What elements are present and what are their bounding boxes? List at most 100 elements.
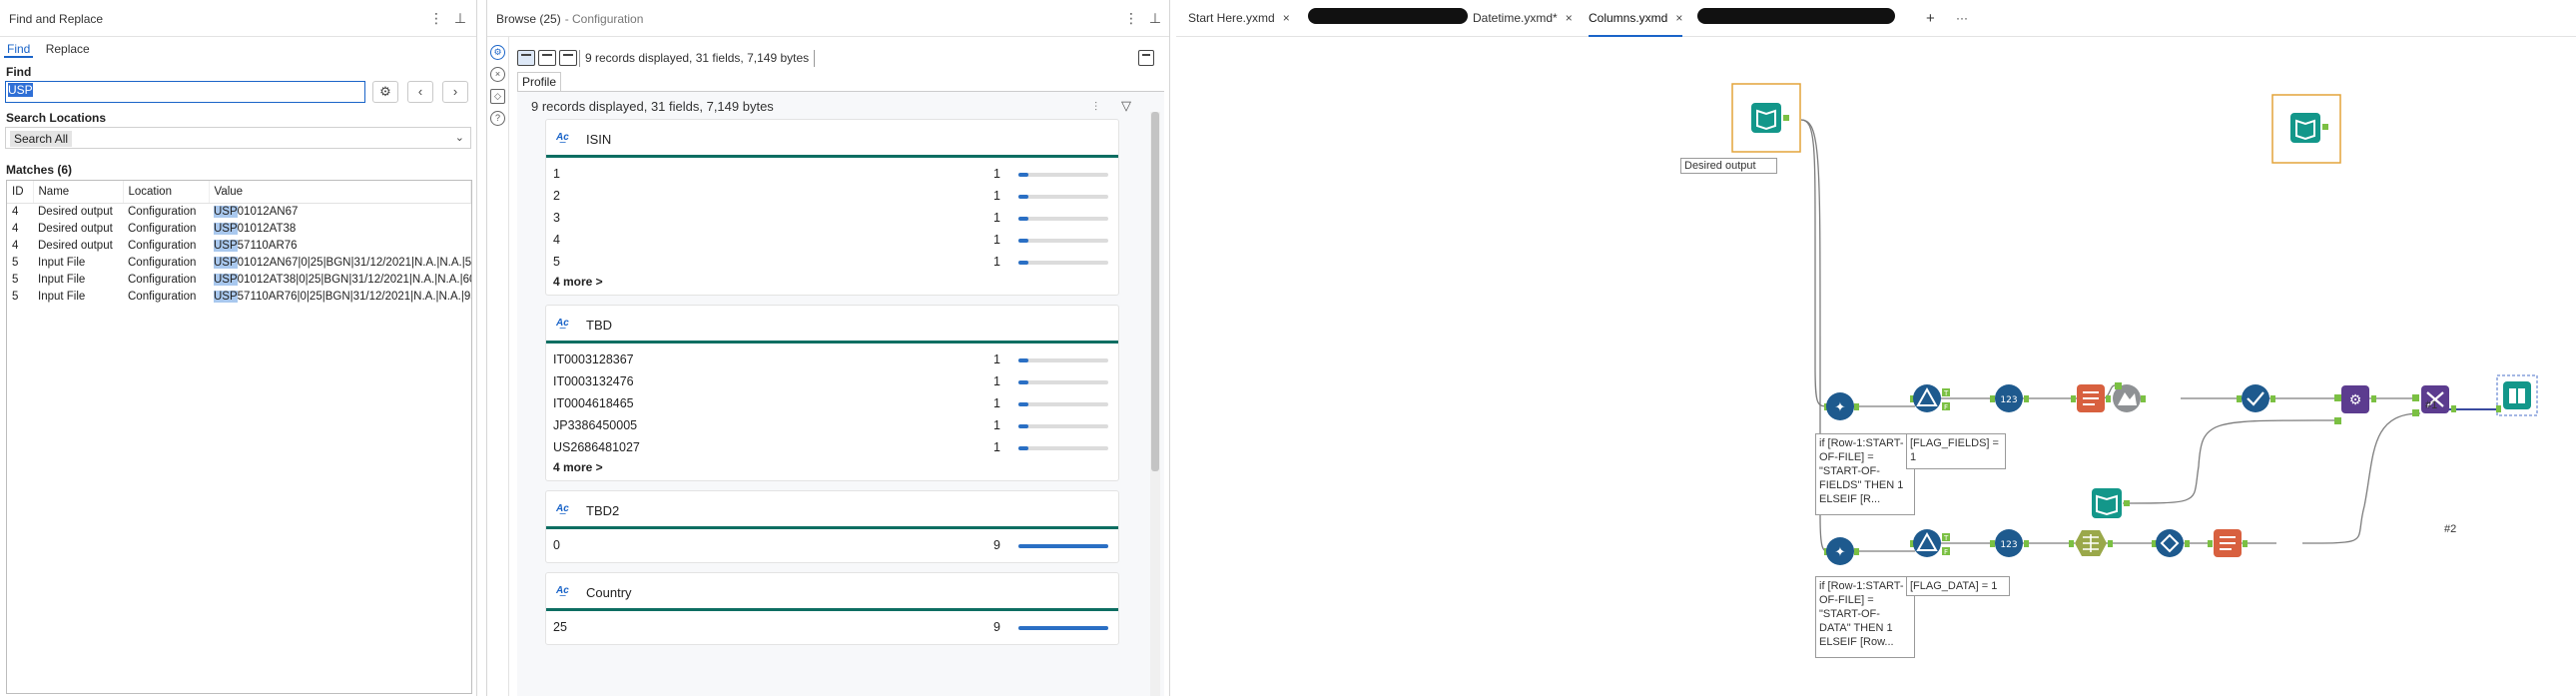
find-previous-button[interactable]: ‹: [407, 81, 433, 103]
view-grid-icon[interactable]: [559, 50, 577, 66]
string-type-icon: A͟c: [556, 503, 569, 514]
data-cleansing-tool-icon: [2242, 384, 2269, 412]
value-count: 1: [993, 374, 1000, 388]
filter-bottom-annotation: [FLAG_DATA] = 1: [1906, 576, 2010, 596]
frequency-bar-fill: [1018, 544, 1108, 548]
redacted-tab[interactable]: [1308, 8, 1468, 24]
browse-panel: Browse (25)- Configuration ⋮ ⊥ ⚙ × ◇ ? 9…: [486, 0, 1170, 696]
close-icon[interactable]: ×: [1675, 11, 1683, 25]
frequency-bar: [1018, 544, 1108, 548]
field-name: Country: [586, 585, 632, 600]
chart-icon[interactable]: ⫶: [1094, 100, 1098, 114]
tab-overflow-button[interactable]: ···: [1956, 11, 1968, 25]
workflow-canvas[interactable]: ✦ T F 123 ⚙: [1176, 37, 2576, 696]
match-rest: 01012AN67: [237, 205, 299, 218]
add-tab-button[interactable]: +: [1926, 10, 1935, 27]
profile-summary: 9 records displayed, 31 fields, 7,149 by…: [531, 99, 774, 114]
browse-side-toolbar: ⚙ × ◇ ?: [487, 37, 509, 696]
col-header-name[interactable]: Name: [33, 181, 124, 204]
frequency-bar: [1018, 424, 1108, 428]
value-count: 1: [993, 418, 1000, 432]
profile-scrollbar[interactable]: [1150, 112, 1160, 696]
configuration-icon[interactable]: ⚙: [490, 45, 505, 60]
view-profile-icon[interactable]: [517, 50, 535, 66]
find-replace-panel: Find and Replace ⋮ ⊥ Find Replace Find U…: [0, 0, 477, 696]
columns-menu-icon[interactable]: [1138, 50, 1154, 66]
scrollbar-thumb[interactable]: [1151, 112, 1159, 471]
cell-value: USP57110AR76|0|25|BGN|31/12/2021|N.A.|N.…: [209, 288, 471, 305]
settings-icon[interactable]: ×: [490, 67, 505, 82]
tab-start-here[interactable]: Start Here.yxmd ×: [1188, 0, 1290, 37]
more-values-link[interactable]: 4 more >: [546, 273, 1118, 293]
cell-value: USP01012AT38: [209, 220, 471, 237]
filter-icon[interactable]: ▽: [1121, 98, 1131, 113]
view-split-icon[interactable]: [538, 50, 556, 66]
frequency-bar-fill: [1018, 195, 1028, 199]
tab-find[interactable]: Find: [4, 42, 34, 58]
cell-id: 4: [12, 239, 19, 252]
find-options-button[interactable]: ⚙: [372, 81, 398, 103]
col-header-id[interactable]: ID: [7, 181, 34, 204]
frequency-bar: [1018, 261, 1108, 265]
search-locations-value: Search All: [10, 131, 73, 147]
find-input-value: USP: [8, 83, 33, 97]
cell-id: 5: [12, 256, 19, 269]
true-anchor-label: T: [1943, 389, 1949, 397]
select-glyph: [2083, 391, 2099, 405]
col-header-location[interactable]: Location: [123, 181, 210, 204]
cell-location: Configuration: [128, 273, 197, 286]
search-locations-select[interactable]: Search All ⌄: [5, 127, 471, 149]
input-anchor: [1910, 395, 1915, 402]
tab-label: Start Here.yxmd: [1188, 11, 1275, 25]
pin-icon[interactable]: ⊥: [453, 10, 467, 26]
tab-replace[interactable]: Replace: [45, 42, 90, 56]
close-icon[interactable]: ×: [1282, 11, 1290, 25]
multi-row-formula-tool-icon: [1826, 392, 1854, 420]
tab-datetime[interactable]: Datetime.yxmd*×: [1473, 0, 1573, 37]
binoculars-glyph: [2509, 388, 2525, 403]
tab-profile[interactable]: Profile: [517, 72, 561, 91]
find-input[interactable]: USP: [5, 81, 365, 103]
close-icon[interactable]: ×: [1565, 11, 1573, 25]
formula-bottom-text: if [Row-1:START-OF-FILE] = "START-OF-DAT…: [1819, 580, 1904, 648]
more-options-icon[interactable]: ⋮: [429, 10, 443, 26]
false-anchor: [1942, 402, 1950, 410]
frequency-bar: [1018, 173, 1108, 177]
match-highlight: USP: [214, 222, 238, 235]
frequency-bar-fill: [1018, 380, 1028, 384]
tag-icon[interactable]: ◇: [490, 89, 505, 104]
match-highlight: USP: [214, 256, 238, 269]
find-next-button[interactable]: ›: [442, 81, 468, 103]
tab-columns[interactable]: Columns.yxmd×: [1589, 0, 1683, 37]
more-options-icon[interactable]: ⋮: [1124, 10, 1138, 26]
value-count: 1: [993, 211, 1000, 225]
pin-icon[interactable]: ⊥: [1148, 10, 1162, 26]
output-anchor: [1783, 115, 1789, 121]
help-icon[interactable]: ?: [490, 111, 505, 126]
more-values-link[interactable]: 4 more >: [546, 458, 1118, 478]
redacted-tab[interactable]: [1697, 8, 1895, 24]
col-header-value[interactable]: Value: [209, 181, 471, 204]
